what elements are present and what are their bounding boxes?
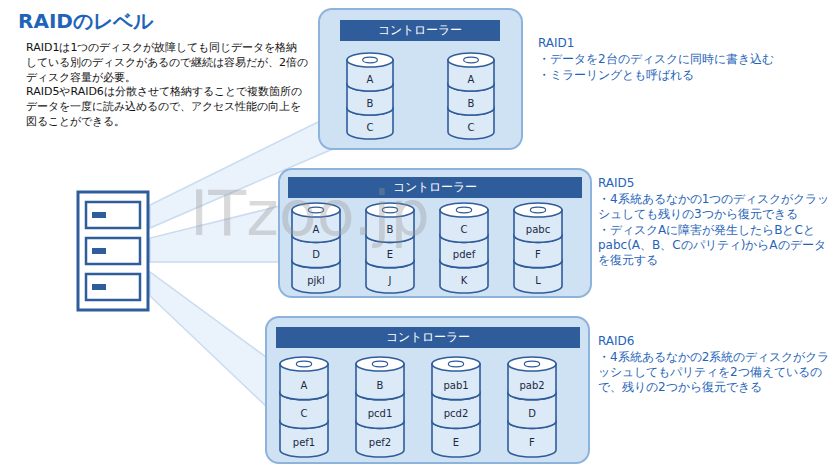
controller-label: コントローラー bbox=[378, 22, 462, 39]
raid-heading: RAID1 bbox=[538, 36, 788, 51]
raid-panel: RAID1・データを2台のディスクに同時に書き込む・ミラーリングとも呼ばれるコン… bbox=[318, 8, 523, 150]
raid-description: RAID5・4系統あるなかの1つのディスクがクラッシュしても残りの3つから復元で… bbox=[598, 176, 830, 269]
disk-drive: Bpcd1pef2 bbox=[354, 356, 406, 458]
block-label: pab1 bbox=[430, 372, 482, 399]
raid-bullet: ・4系統あるなかの1つのディスクがクラッシュしても残りの3つから復元できる bbox=[598, 192, 830, 222]
disk-drive: pabcFL bbox=[512, 202, 564, 294]
block-label: L bbox=[512, 269, 564, 292]
note-text: RAID1は1つのディスクが故障しても同じデータを格納している別のディスクがある… bbox=[26, 40, 308, 85]
block-label: C bbox=[446, 116, 496, 138]
block-label: D bbox=[506, 401, 558, 428]
block-label: C bbox=[278, 401, 330, 428]
block-label: D bbox=[290, 243, 342, 266]
raid-description: RAID1・データを2台のディスクに同時に書き込む・ミラーリングとも呼ばれる bbox=[538, 36, 788, 84]
block-label: K bbox=[438, 269, 490, 292]
controller-label: コントローラー bbox=[393, 179, 477, 196]
block-label: A bbox=[290, 218, 342, 241]
block-label: A bbox=[345, 68, 395, 90]
block-label: C bbox=[345, 116, 395, 138]
block-label: F bbox=[506, 429, 558, 456]
block-label: pef2 bbox=[354, 429, 406, 456]
block-label: B bbox=[446, 92, 496, 114]
block-label: B bbox=[345, 92, 395, 114]
block-label: pab2 bbox=[506, 372, 558, 399]
disk-drive: ACpef1 bbox=[278, 356, 330, 458]
block-label: C bbox=[438, 218, 490, 241]
block-label: B bbox=[364, 218, 416, 241]
disk-drive: pab1pcd2E bbox=[430, 356, 482, 458]
controller-label: コントローラー bbox=[386, 329, 470, 346]
raid-bullet: ・4系統あるなかの2系統のディスクがクラッシュしてもパリティを2つ備えているので… bbox=[598, 350, 830, 395]
raid-description: RAID6・4系統あるなかの2系統のディスクがクラッシュしてもパリティを2つ備え… bbox=[598, 334, 830, 396]
block-label: pjkl bbox=[290, 269, 342, 292]
note-text: RAID5やRAID6は分散させて格納することで複数箇所のデータを一度に読み込め… bbox=[26, 84, 308, 129]
controller-bar: コントローラー bbox=[276, 327, 580, 348]
block-label: pef1 bbox=[278, 429, 330, 456]
block-label: pabc bbox=[512, 218, 564, 241]
raid-bullet: ・データを2台のディスクに同時に書き込む bbox=[538, 52, 788, 67]
block-label: pcd2 bbox=[430, 401, 482, 428]
controller-bar: コントローラー bbox=[340, 20, 500, 41]
block-label: E bbox=[364, 243, 416, 266]
disk-drive: ABC bbox=[446, 52, 496, 140]
raid-heading: RAID6 bbox=[598, 334, 830, 349]
block-label: pdef bbox=[438, 243, 490, 266]
block-label: B bbox=[354, 372, 406, 399]
raid-heading: RAID5 bbox=[598, 176, 830, 191]
raid-bullet: ・ディスクAに障害が発生したらBとCとpabc(A、B、Cのパリティ)からAのデ… bbox=[598, 223, 830, 268]
disk-drive: pab2DF bbox=[506, 356, 558, 458]
raid-panel: RAID5・4系統あるなかの1つのディスクがクラッシュしても残りの3つから復元で… bbox=[278, 168, 592, 298]
disk-drive: ABC bbox=[345, 52, 395, 140]
disk-drive: BEJ bbox=[364, 202, 416, 294]
page-title: RAIDのレベル bbox=[18, 8, 153, 35]
block-label: pcd1 bbox=[354, 401, 406, 428]
block-label: A bbox=[278, 372, 330, 399]
server-icon bbox=[78, 192, 148, 310]
disk-drive: CpdefK bbox=[438, 202, 490, 294]
block-label: A bbox=[446, 68, 496, 90]
raid-bullet: ・ミラーリングとも呼ばれる bbox=[538, 68, 788, 83]
controller-bar: コントローラー bbox=[288, 177, 582, 198]
block-label: E bbox=[430, 429, 482, 456]
disk-drive: ADpjkl bbox=[290, 202, 342, 294]
callout-tail bbox=[150, 205, 284, 262]
raid-panel: RAID6・4系統あるなかの2系統のディスクがクラッシュしてもパリティを2つ備え… bbox=[265, 316, 590, 464]
block-label: F bbox=[512, 243, 564, 266]
block-label: J bbox=[364, 269, 416, 292]
callout-tail bbox=[150, 272, 270, 410]
